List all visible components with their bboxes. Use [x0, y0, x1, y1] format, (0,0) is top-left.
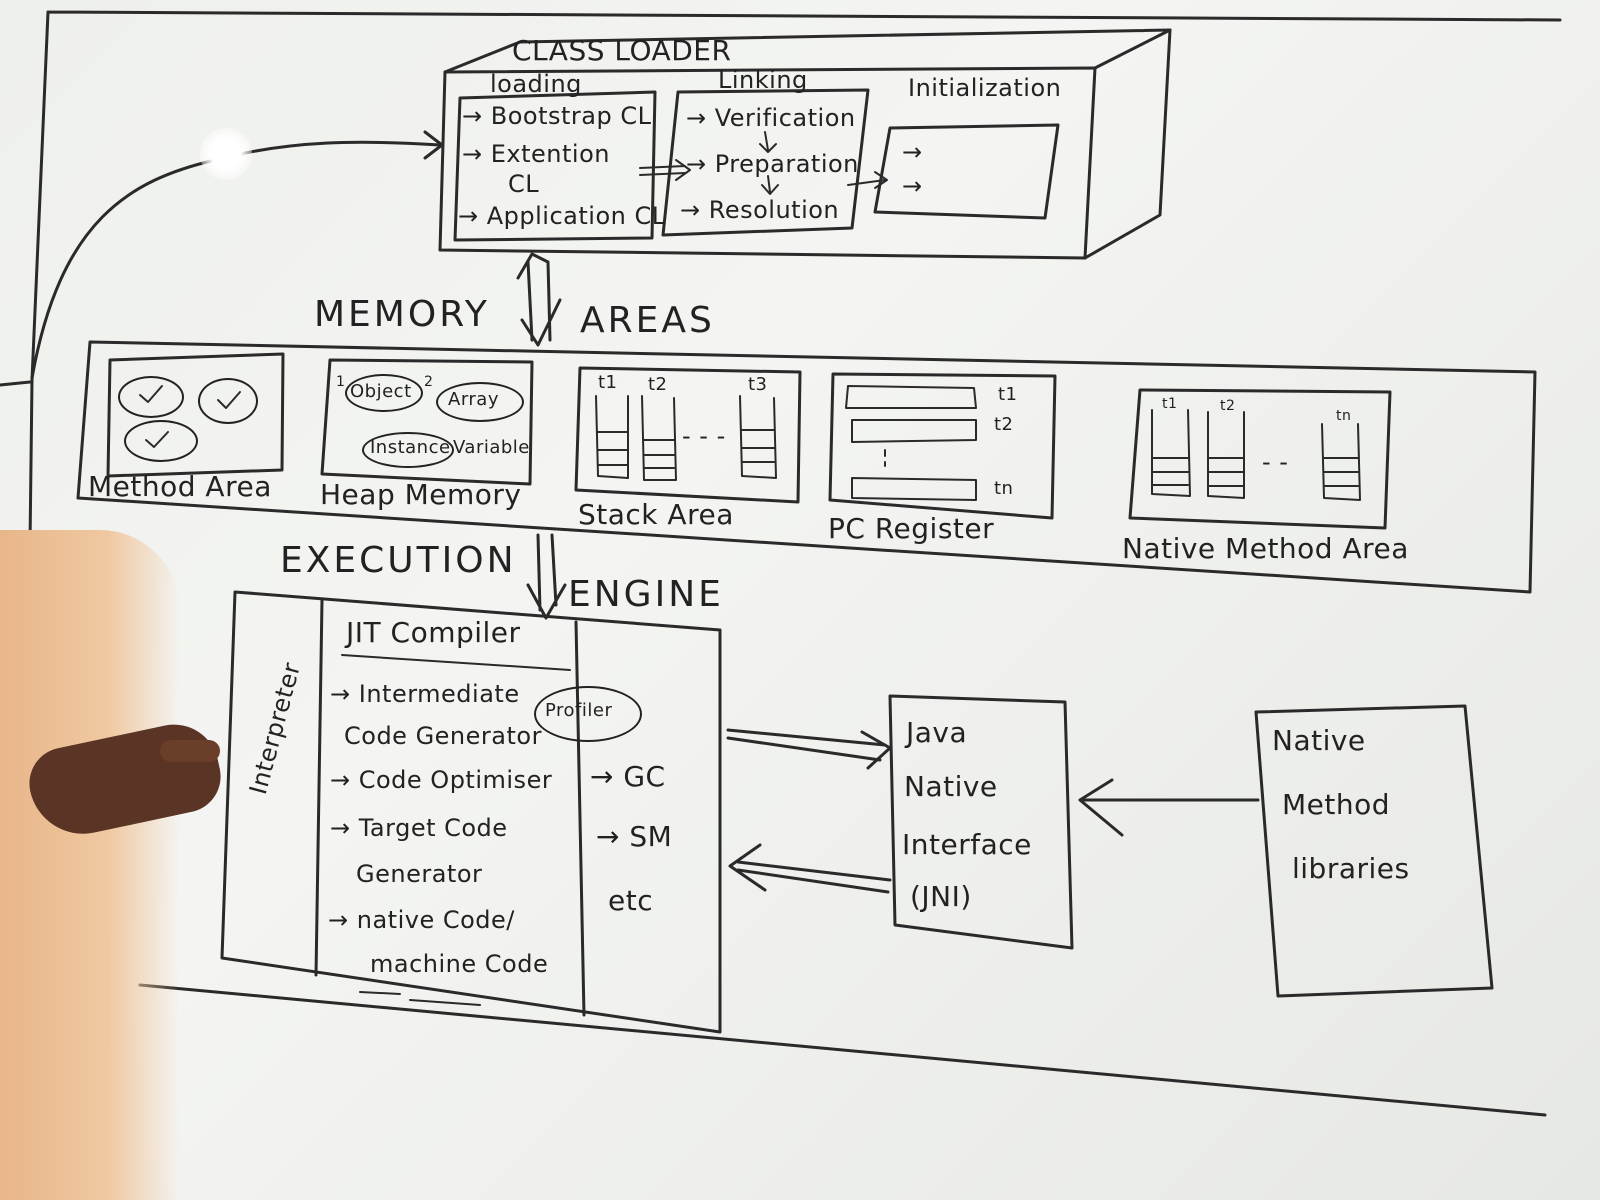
native-dots: - -	[1262, 448, 1289, 476]
jit-item-machine-code: machine Code	[370, 950, 549, 978]
sm-label: → SM	[596, 820, 673, 853]
light-glare	[200, 128, 252, 180]
heap-instance-oval	[362, 432, 454, 468]
method-oval-3	[124, 420, 198, 462]
jni-line-1: Java	[906, 716, 968, 749]
execution-label: EXECUTION	[280, 540, 517, 581]
linking-item-verification: → Verification	[686, 104, 856, 132]
method-oval-2	[198, 378, 258, 424]
method-oval-1	[118, 376, 184, 418]
heap-mark-2: 2	[424, 374, 434, 390]
profiler-oval	[534, 686, 642, 742]
jni-line-3: Interface	[902, 828, 1032, 861]
pc-register-label: PC Register	[828, 512, 995, 545]
areas-label: AREAS	[580, 300, 715, 341]
stack-thread-t1: t1	[598, 372, 618, 393]
initialization-heading: Initialization	[908, 74, 1062, 102]
pc-thread-tn: tn	[994, 478, 1014, 499]
stack-thread-t3: t3	[748, 374, 768, 395]
native-libs-line-3: libraries	[1292, 852, 1410, 885]
jit-item-intermediate: → Intermediate	[330, 680, 520, 708]
gc-label: → GC	[590, 760, 666, 793]
jit-item-generator: Generator	[356, 860, 483, 888]
heap-memory-label: Heap Memory	[320, 478, 522, 511]
heap-array-oval	[436, 382, 524, 422]
presenter-finger	[160, 740, 220, 762]
heap-object: Object	[350, 381, 412, 402]
native-libs-line-1: Native	[1272, 724, 1366, 757]
heap-mark-1: 1	[336, 374, 346, 390]
heap-object-oval	[345, 374, 423, 412]
jni-line-4: (JNI)	[910, 880, 972, 913]
etc-label: etc	[608, 884, 654, 917]
heap-instance: Instance	[370, 437, 451, 458]
initialization-arrow-1: →	[902, 138, 923, 166]
stack-thread-t2: t2	[648, 374, 668, 395]
jit-title: JIT Compiler	[346, 616, 521, 649]
class-loader-title: CLASS LOADER	[512, 34, 732, 67]
jit-item-target-code: → Target Code	[330, 814, 508, 842]
pc-thread-t1: t1	[998, 384, 1018, 405]
linking-heading: Linking	[718, 66, 808, 94]
presenter	[0, 530, 180, 1200]
loading-heading: loading	[490, 70, 582, 98]
loading-item-extension: → Extention	[462, 140, 610, 168]
heap-array: Array	[448, 389, 499, 410]
native-method-area-label: Native Method Area	[1122, 532, 1409, 565]
loading-item-extension-cl: CL	[508, 170, 540, 198]
native-libs-line-2: Method	[1282, 788, 1391, 821]
stack-dots: - - -	[682, 422, 726, 450]
native-thread-t1: t1	[1162, 396, 1178, 412]
engine-label: ENGINE	[568, 574, 724, 615]
jit-item-code-generator: Code Generator	[344, 722, 542, 750]
stack-area-label: Stack Area	[578, 498, 734, 531]
memory-label: MEMORY	[314, 294, 490, 335]
heap-variable: Variable	[453, 437, 530, 458]
jni-line-2: Native	[904, 770, 998, 803]
native-thread-tn: tn	[1336, 408, 1352, 424]
linking-item-resolution: → Resolution	[680, 196, 840, 224]
loading-item-application: → Application CL	[458, 202, 666, 230]
jit-item-native-code: → native Code/	[328, 906, 515, 934]
method-area-label: Method Area	[88, 470, 272, 503]
native-thread-t2: t2	[1220, 398, 1236, 414]
loading-item-bootstrap: → Bootstrap CL	[462, 102, 652, 130]
profiler-label: Profiler	[545, 700, 613, 721]
pc-thread-t2: t2	[994, 414, 1014, 435]
initialization-arrow-2: →	[902, 172, 923, 200]
jit-item-code-optimiser: → Code Optimiser	[330, 766, 553, 794]
linking-item-preparation: → Preparation	[686, 150, 859, 178]
